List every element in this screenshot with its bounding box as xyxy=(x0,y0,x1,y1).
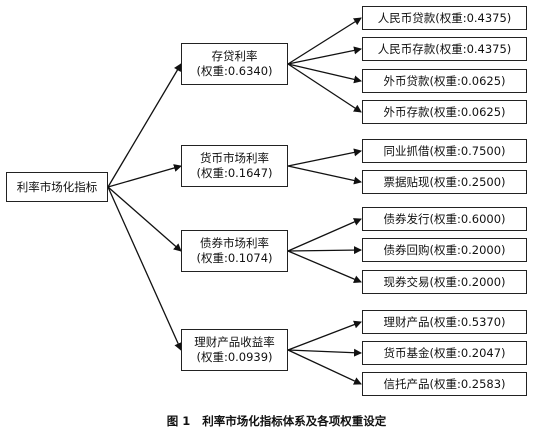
group-to-leaf-arrow xyxy=(287,348,362,357)
root-to-group-arrow xyxy=(107,63,182,188)
leaf-node: 外币存款(权重:0.0625) xyxy=(362,100,527,124)
group-label: 债券市场利率 xyxy=(200,236,269,250)
leaf-label: 债券回购(权重:0.2000) xyxy=(383,242,506,257)
leaf-node: 票据贴现(权重:0.2500) xyxy=(362,170,527,194)
figure-caption: 图 1 利率市场化指标体系及各项权重设定 xyxy=(0,413,553,429)
group-label: 理财产品收益率 xyxy=(194,335,275,349)
leaf-node: 人民币贷款(权重:0.4375) xyxy=(362,6,527,30)
leaf-label: 人民币存款(权重:0.4375) xyxy=(377,41,512,56)
group-to-leaf-arrow xyxy=(287,17,362,65)
leaf-label: 外币贷款(权重:0.0625) xyxy=(383,73,506,88)
group-to-leaf-arrow xyxy=(287,250,362,283)
group-to-leaf-arrow xyxy=(287,148,362,167)
leaf-label: 债券发行(权重:0.6000) xyxy=(383,211,506,226)
group-weight: (权重:0.0939) xyxy=(196,350,273,364)
caption-text: 利率市场化指标体系及各项权重设定 xyxy=(202,414,387,428)
root-node: 利率市场化指标 xyxy=(6,172,108,202)
group-to-leaf-arrow xyxy=(287,218,362,252)
group-label: 存贷利率 xyxy=(211,49,258,63)
leaf-node: 债券发行(权重:0.6000) xyxy=(362,207,527,231)
leaf-node: 货币基金(权重:0.2047) xyxy=(362,341,527,365)
group-to-leaf-arrow xyxy=(287,349,362,385)
leaf-label: 现券交易(权重:0.2000) xyxy=(383,274,506,289)
leaf-node: 同业抓借(权重:0.7500) xyxy=(362,139,527,163)
leaf-label: 同业抓借(权重:0.7500) xyxy=(383,143,506,158)
leaf-node: 信托产品(权重:0.2583) xyxy=(362,372,527,396)
group-node-money-market: 货币市场利率 (权重:0.1647) xyxy=(181,145,288,187)
leaf-node: 人民币存款(权重:0.4375) xyxy=(362,37,527,61)
leaf-node: 理财产品(权重:0.5370) xyxy=(362,310,527,334)
leaf-node: 债券回购(权重:0.2000) xyxy=(362,238,527,262)
group-weight: (权重:0.1647) xyxy=(196,166,273,180)
group-to-leaf-arrow xyxy=(287,63,362,84)
group-to-leaf-arrow xyxy=(287,246,362,255)
group-weight: (权重:0.6340) xyxy=(196,64,273,78)
group-to-leaf-arrow xyxy=(287,63,362,113)
group-to-leaf-arrow xyxy=(287,46,362,65)
group-node-wealth-products: 理财产品收益率 (权重:0.0939) xyxy=(181,329,288,371)
group-node-deposit-loan: 存贷利率 (权重:0.6340) xyxy=(181,43,288,85)
root-label: 利率市场化指标 xyxy=(16,179,98,194)
leaf-node: 外币贷款(权重:0.0625) xyxy=(362,69,527,93)
group-to-leaf-arrow xyxy=(287,165,362,185)
caption-fig-number: 图 1 xyxy=(166,414,191,428)
leaf-label: 货币基金(权重:0.2047) xyxy=(383,345,506,360)
group-label: 货币市场利率 xyxy=(200,151,269,165)
leaf-label: 外币存款(权重:0.0625) xyxy=(383,104,506,119)
leaf-label: 票据贴现(权重:0.2500) xyxy=(383,174,506,189)
group-node-bond-market: 债券市场利率 (权重:0.1074) xyxy=(181,230,288,272)
leaf-node: 现券交易(权重:0.2000) xyxy=(362,270,527,294)
group-to-leaf-arrow xyxy=(287,320,362,351)
leaf-label: 信托产品(权重:0.2583) xyxy=(383,376,506,391)
group-weight: (权重:0.1074) xyxy=(196,251,273,265)
root-to-group-arrow xyxy=(107,186,182,351)
leaf-label: 理财产品(权重:0.5370) xyxy=(383,314,506,329)
leaf-label: 人民币贷款(权重:0.4375) xyxy=(377,10,512,25)
root-to-group-arrow xyxy=(107,186,182,252)
root-to-group-arrow xyxy=(107,164,182,188)
